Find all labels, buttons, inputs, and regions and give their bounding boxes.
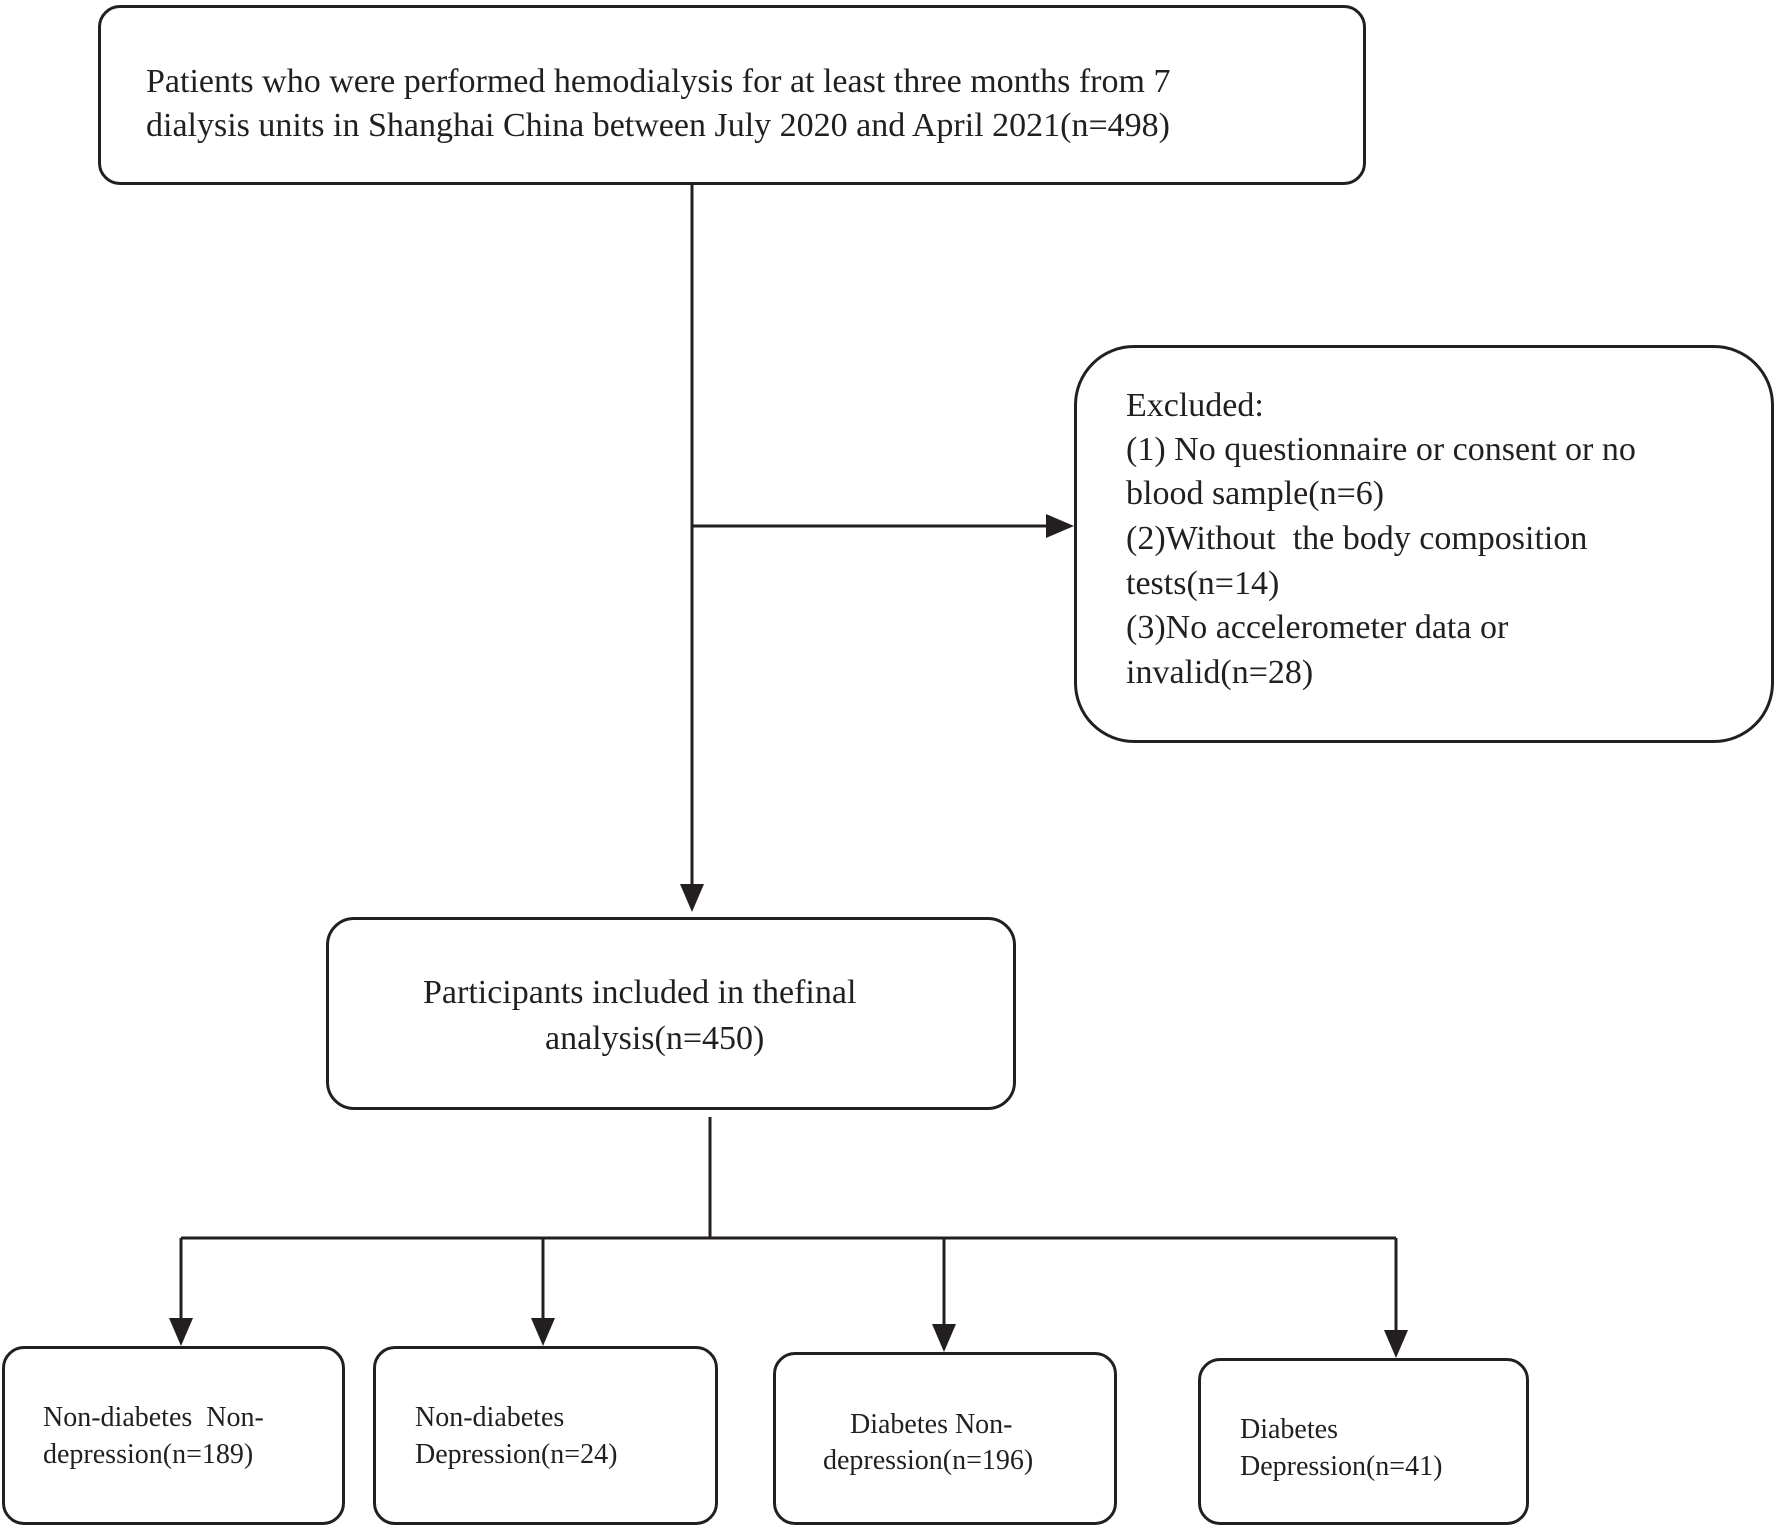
group-4-text-line-2: Depression(n=41) xyxy=(1240,1451,1443,1482)
included-participants-box xyxy=(326,917,1016,1110)
group-box-diabetes-non-depression xyxy=(773,1352,1117,1525)
arrowhead-to-group-3 xyxy=(932,1324,956,1352)
excluded-heading: Excluded: xyxy=(1126,387,1264,424)
group-2-text-line-1: Non-diabetes xyxy=(415,1402,565,1433)
excluded-reason-2-line-1: (2)Without the body composition xyxy=(1126,520,1588,557)
group-1-text-line-1: Non-diabetes Non- xyxy=(43,1402,264,1433)
arrowhead-to-included xyxy=(680,884,704,912)
enrolled-text-line-2: dialysis units in Shanghai China between… xyxy=(146,107,1170,144)
enrolled-text-line-1: Patients who were performed hemodialysis… xyxy=(146,63,1171,100)
excluded-reason-3-line-1: (3)No accelerometer data or xyxy=(1126,609,1509,646)
arrowhead-to-group-4 xyxy=(1384,1330,1408,1358)
group-1-text-line-2: depression(n=189) xyxy=(43,1439,254,1470)
group-box-non-diabetes-non-depression xyxy=(2,1346,345,1525)
excluded-reason-1-line-1: (1) No questionnaire or consent or no xyxy=(1126,431,1636,468)
excluded-reason-1-line-2: blood sample(n=6) xyxy=(1126,475,1385,512)
group-3-text-line-2: depression(n=196) xyxy=(823,1445,1034,1476)
group-box-non-diabetes-depression xyxy=(373,1346,718,1525)
arrowhead-to-group-1 xyxy=(169,1318,193,1346)
group-2-text-line-2: Depression(n=24) xyxy=(415,1439,618,1470)
excluded-box xyxy=(1074,345,1774,743)
group-4-text-line-1: Diabetes xyxy=(1240,1414,1338,1445)
excluded-reason-3-line-2: invalid(n=28) xyxy=(1126,654,1314,691)
included-text-line-1: Participants included in thefinal xyxy=(423,974,857,1011)
group-box-diabetes-depression xyxy=(1198,1358,1529,1525)
arrowhead-to-group-2 xyxy=(531,1318,555,1346)
arrowhead-to-excluded xyxy=(1046,514,1074,538)
included-text-line-2: analysis(n=450) xyxy=(545,1020,765,1057)
group-3-text-line-1: Diabetes Non- xyxy=(850,1409,1013,1440)
excluded-reason-2-line-2: tests(n=14) xyxy=(1126,565,1280,602)
enrolled-patients-box xyxy=(98,5,1366,185)
